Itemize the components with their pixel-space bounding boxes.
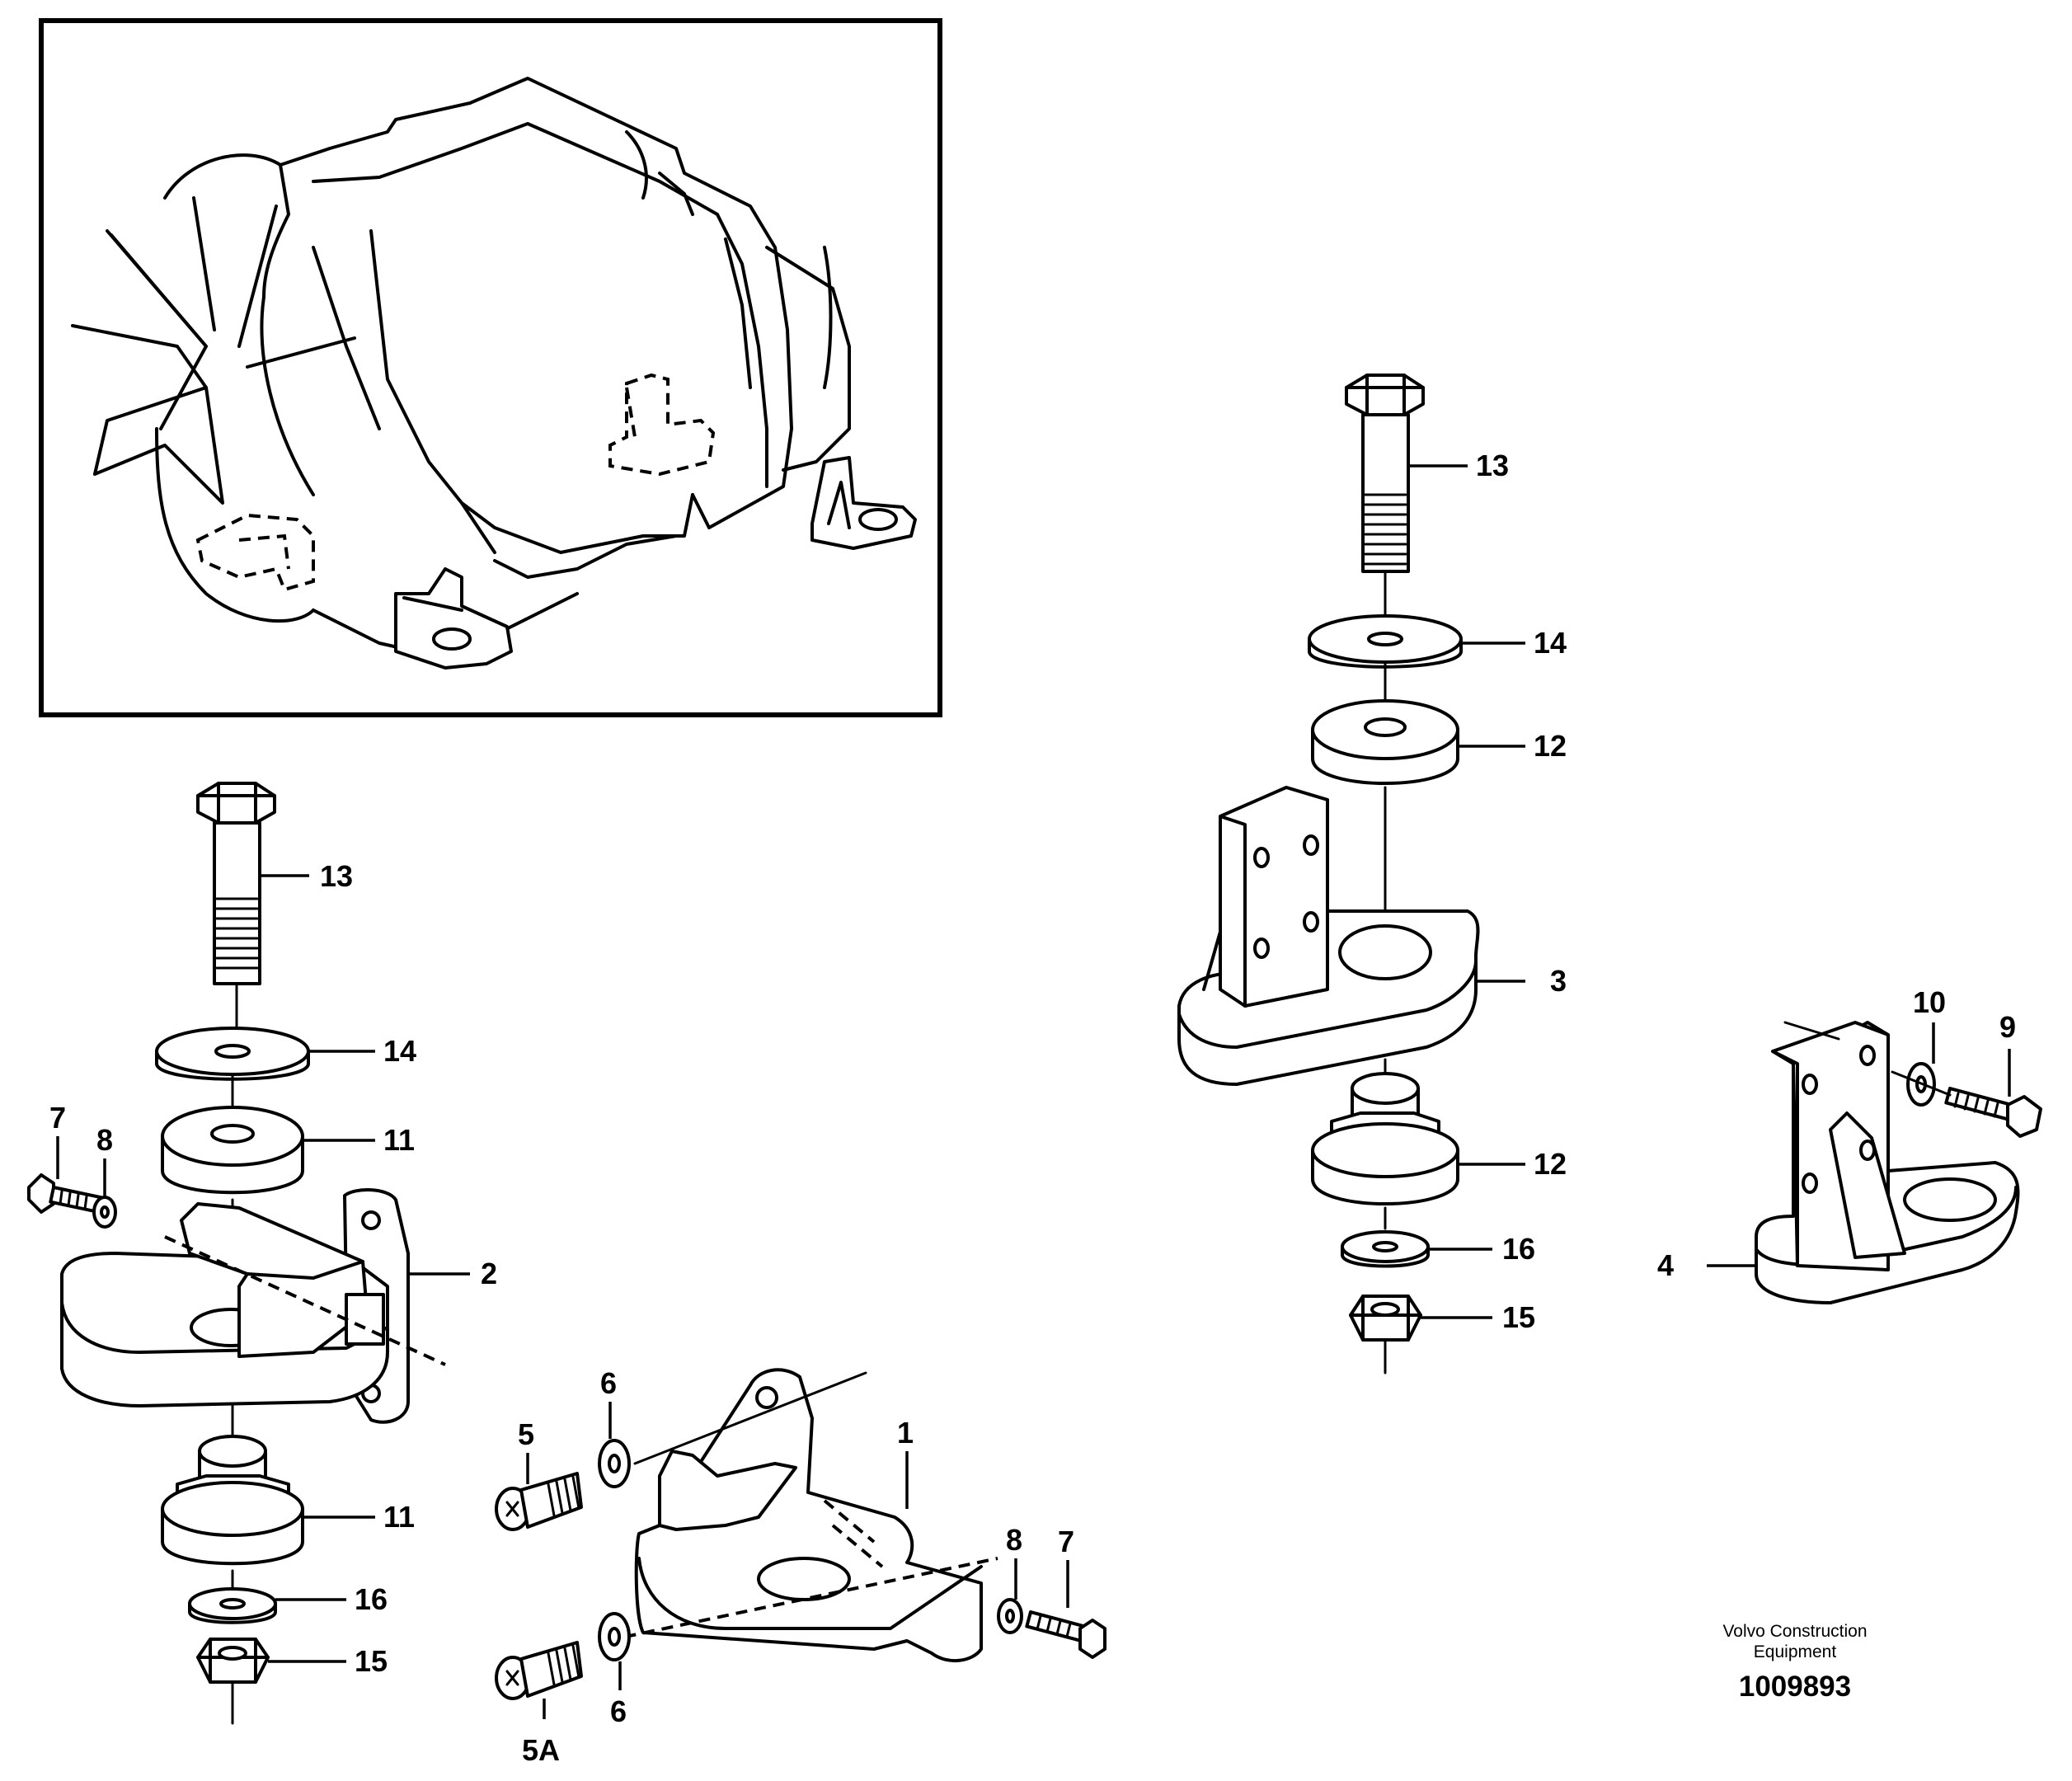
engine-outline-sketch [71,77,851,661]
publisher-line-1: Volvo Construction [1722,1622,1867,1641]
washer-8-center [997,1598,1023,1634]
callout-5A: 5A [522,1733,560,1767]
callout-11-upper: 11 [383,1123,415,1157]
publisher-line-2: Equipment [1754,1642,1837,1661]
hidden-mount-right-dashed [608,373,716,477]
callout-5: 5 [518,1417,534,1451]
screw-7-left [27,1173,104,1215]
washer-14-left [155,1027,310,1081]
washer-16-right [1341,1230,1430,1268]
rubber-mount-12-upper-right [1311,699,1459,785]
callout-1: 1 [897,1416,914,1450]
washer-8-left [92,1196,117,1229]
engine-mount-rear-highlighted [810,456,917,550]
callout-16-left: 16 [355,1582,388,1616]
screw-7-center [1025,1610,1106,1659]
rubber-mount-11-upper-left [161,1106,304,1195]
leader-lines [56,464,2011,1719]
callout-8-center: 8 [1006,1523,1022,1557]
callout-4: 4 [1657,1248,1674,1282]
callout-14-left: 14 [383,1034,416,1068]
callout-3: 3 [1550,964,1567,998]
callout-6-upper: 6 [600,1366,617,1400]
callout-15-left: 15 [355,1644,388,1678]
screw-9 [1944,1087,2042,1138]
washer-6-upper [598,1439,631,1488]
screw-5A [495,1641,583,1700]
engine-overview-inset [39,18,942,717]
callout-10: 10 [1913,985,1946,1019]
callout-7-center: 7 [1058,1525,1074,1558]
callout-6-lower: 6 [610,1694,627,1728]
washer-16-left [188,1587,277,1624]
rubber-mount-11-lower-left [161,1435,304,1566]
callout-13-left: 13 [320,859,353,893]
engine-mount-front-highlighted [394,567,513,670]
bracket-1 [605,1368,998,1663]
bracket-3 [1177,786,1480,1086]
callout-9: 9 [1999,1010,2016,1044]
washer-6-lower [598,1612,631,1661]
hidden-mount-left-dashed [195,513,315,592]
callout-14-right: 14 [1534,626,1567,660]
callout-12-lower: 12 [1534,1147,1567,1181]
bracket-4 [1755,1021,2020,1304]
callout-8-left: 8 [96,1123,113,1157]
callout-12-upper: 12 [1534,729,1567,763]
washer-14-right [1308,614,1463,669]
nut-15-left [196,1638,270,1684]
callout-16-right: 16 [1502,1232,1535,1266]
bracket-2 [60,1188,446,1424]
callout-15-right: 15 [1502,1300,1535,1334]
bolt-13-left [196,782,276,985]
callout-13-right: 13 [1476,449,1509,482]
rubber-mount-12-lower-right [1311,1072,1459,1205]
drawing-number: 1009893 [1739,1671,1851,1703]
screw-5 [495,1472,583,1531]
callout-7-left: 7 [49,1101,66,1135]
bolt-13-right [1345,374,1425,573]
callout-labels: 13 14 12 3 12 16 15 4 10 9 13 14 11 2 11… [49,449,2016,1767]
callout-2: 2 [481,1257,497,1290]
callout-11-lower: 11 [383,1500,415,1534]
nut-15-right [1349,1295,1422,1342]
publisher-footer: Volvo Construction Equipment 1009893 [1722,1622,1867,1703]
